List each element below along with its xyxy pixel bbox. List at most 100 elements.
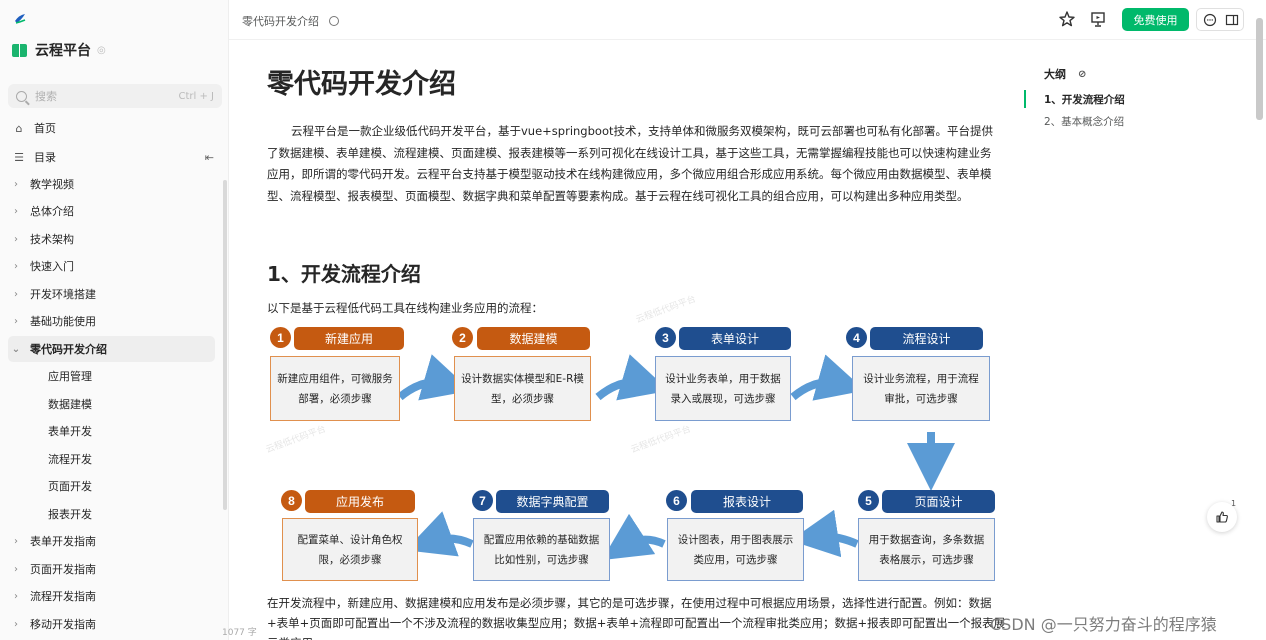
tree-item-label: 页面开发指南: [30, 563, 96, 576]
tree-item-label: 开发环境搭建: [30, 288, 96, 301]
tree-child-item[interactable]: 表单开发: [8, 418, 215, 444]
nav-toc[interactable]: ☰ 目录 ⇤: [8, 144, 218, 170]
sidebar: 云程平台 ◎ Ctrl + J ⌂ 首页 ☰ 目录 ⇤ ›教学视频 ›总体介绍 …: [0, 0, 229, 640]
step-title: 数据字典配置: [496, 490, 609, 513]
tree-item-label: 流程开发: [48, 453, 92, 466]
toolbar-button-group: [1196, 8, 1244, 31]
flow-intro-text: 以下是基于云程低代码工具在线构建业务应用的流程：: [267, 301, 543, 315]
home-icon: ⌂: [15, 121, 23, 135]
tree-child-item[interactable]: 应用管理: [8, 363, 215, 389]
step-desc: 设计业务表单，用于数据录入或展现，可选步骤: [655, 356, 791, 421]
chevron-down-icon: ⌄: [11, 343, 21, 355]
free-use-button[interactable]: 免费使用: [1122, 8, 1189, 31]
tree-item[interactable]: › 页面开发指南: [8, 556, 215, 582]
chevron-right-icon: ›: [14, 260, 18, 272]
tree-item[interactable]: › 开发环境搭建: [8, 281, 215, 307]
step-desc: 新建应用组件，可微服务部署，必须步骤: [270, 356, 400, 421]
tree-item-label: 教学视频: [30, 178, 74, 191]
like-button[interactable]: [1207, 502, 1237, 532]
chevron-right-icon: ›: [14, 178, 18, 190]
nav-home[interactable]: ⌂ 首页: [8, 115, 218, 141]
search-icon: [16, 90, 27, 102]
eye-off-icon[interactable]: ⊘: [1078, 68, 1087, 80]
tree-item[interactable]: › 流程开发指南: [8, 583, 215, 609]
breadcrumb-title[interactable]: 零代码开发介绍: [242, 15, 319, 28]
tree-item[interactable]: ›表单开发指南: [8, 528, 215, 554]
step-title: 表单设计: [679, 327, 791, 350]
search-bar[interactable]: Ctrl + J: [8, 84, 222, 108]
tree-child-item[interactable]: 报表开发: [8, 501, 215, 527]
collapse-toc-icon[interactable]: ⇤: [204, 150, 214, 164]
space-info-icon[interactable]: ◎: [97, 44, 106, 56]
chevron-right-icon: ›: [14, 618, 18, 630]
tree-item-label: 快速入门: [30, 260, 74, 273]
tree-child-item[interactable]: 流程开发: [8, 446, 215, 472]
flow-arrow-left: [601, 513, 666, 561]
outline-item[interactable]: 2、基本概念介绍: [1044, 116, 1125, 128]
section-heading: 1、开发流程介绍: [267, 262, 421, 286]
tree-item-label: 页面开发: [48, 480, 92, 493]
step-number: 4: [846, 327, 867, 348]
flow-arrow-right: [397, 354, 472, 401]
chevron-right-icon: ›: [14, 315, 18, 327]
tree-item[interactable]: › 基础功能使用: [8, 308, 215, 334]
chevron-right-icon: ›: [14, 205, 18, 217]
tree-child-item[interactable]: 数据建模: [8, 391, 215, 417]
tree-item[interactable]: ›移动开发指南: [8, 611, 215, 637]
chevron-right-icon: ›: [14, 590, 18, 602]
search-input[interactable]: [35, 89, 175, 103]
tree-item[interactable]: ›总体介绍: [8, 198, 215, 224]
breadcrumb: 零代码开发介绍: [242, 13, 339, 29]
tree-item[interactable]: › 快速入门: [8, 253, 215, 279]
tree-item-label: 报表开发: [48, 508, 92, 521]
page-scrollbar[interactable]: [1256, 18, 1263, 120]
word-count: 1077 字: [222, 628, 257, 638]
flow-diagram: 云程低代码平台 云程低代码平台 云程低代码平台 1 新建应用 新建应用组件，可微…: [264, 294, 999, 587]
present-icon[interactable]: [1089, 10, 1107, 28]
step-number: 3: [655, 327, 676, 348]
globe-icon[interactable]: [329, 16, 339, 26]
outline-item[interactable]: 1、开发流程介绍: [1044, 94, 1125, 106]
book-icon: [12, 43, 27, 57]
thumbs-up-icon: [1216, 511, 1228, 523]
tree-item-active[interactable]: ⌄ 零代码开发介绍: [8, 336, 215, 362]
tree-item-label: 应用管理: [48, 370, 92, 383]
tree-item-label: 流程开发指南: [30, 590, 96, 603]
tree-item-label: 零代码开发介绍: [30, 343, 107, 356]
nav-toc-label: 目录: [34, 151, 56, 164]
step-title: 应用发布: [305, 490, 415, 513]
sidebar-toggle-icon[interactable]: [1225, 13, 1239, 27]
chevron-right-icon: ›: [14, 563, 18, 575]
flow-arrows: [397, 354, 955, 561]
tree-item-label: 基础功能使用: [30, 315, 96, 328]
search-shortcut: Ctrl + J: [178, 90, 214, 102]
step-title: 数据建模: [477, 327, 590, 350]
step-desc: 配置菜单、设计角色权限，必须步骤: [282, 518, 418, 581]
like-count: 1: [1231, 499, 1237, 508]
tree-child-item[interactable]: 页面开发: [8, 473, 215, 499]
tree-item[interactable]: ›技术架构: [8, 226, 215, 252]
chevron-right-icon: ›: [14, 288, 18, 300]
step-title: 流程设计: [870, 327, 983, 350]
tree-item-label: 技术架构: [30, 233, 74, 246]
step-desc: 设计业务流程，用于流程审批，可选步骤: [852, 356, 990, 421]
page-title: 零代码开发介绍: [267, 69, 456, 100]
outline-active-indicator: [1024, 90, 1026, 108]
step-number: 1: [270, 327, 291, 348]
space-header[interactable]: 云程平台 ◎: [12, 40, 106, 60]
tree-item-label: 数据建模: [48, 398, 92, 411]
star-icon[interactable]: [1058, 10, 1076, 28]
sidebar-scrollbar[interactable]: [223, 180, 227, 510]
app-logo-icon[interactable]: [13, 12, 27, 26]
tree-item[interactable]: › 教学视频: [8, 171, 215, 197]
flow-arrow-right: [595, 354, 670, 401]
step-number: 2: [452, 327, 473, 348]
comment-icon[interactable]: [1203, 13, 1217, 27]
step-title: 报表设计: [691, 490, 803, 513]
flow-arrow-right: [790, 354, 866, 401]
doc-header: 零代码开发介绍 免费使用: [229, 0, 1266, 40]
step-number: 6: [666, 490, 687, 511]
outline-title: 大纲 ⊘: [1044, 66, 1086, 82]
watermark-text: 云程低代码平台: [634, 294, 698, 326]
